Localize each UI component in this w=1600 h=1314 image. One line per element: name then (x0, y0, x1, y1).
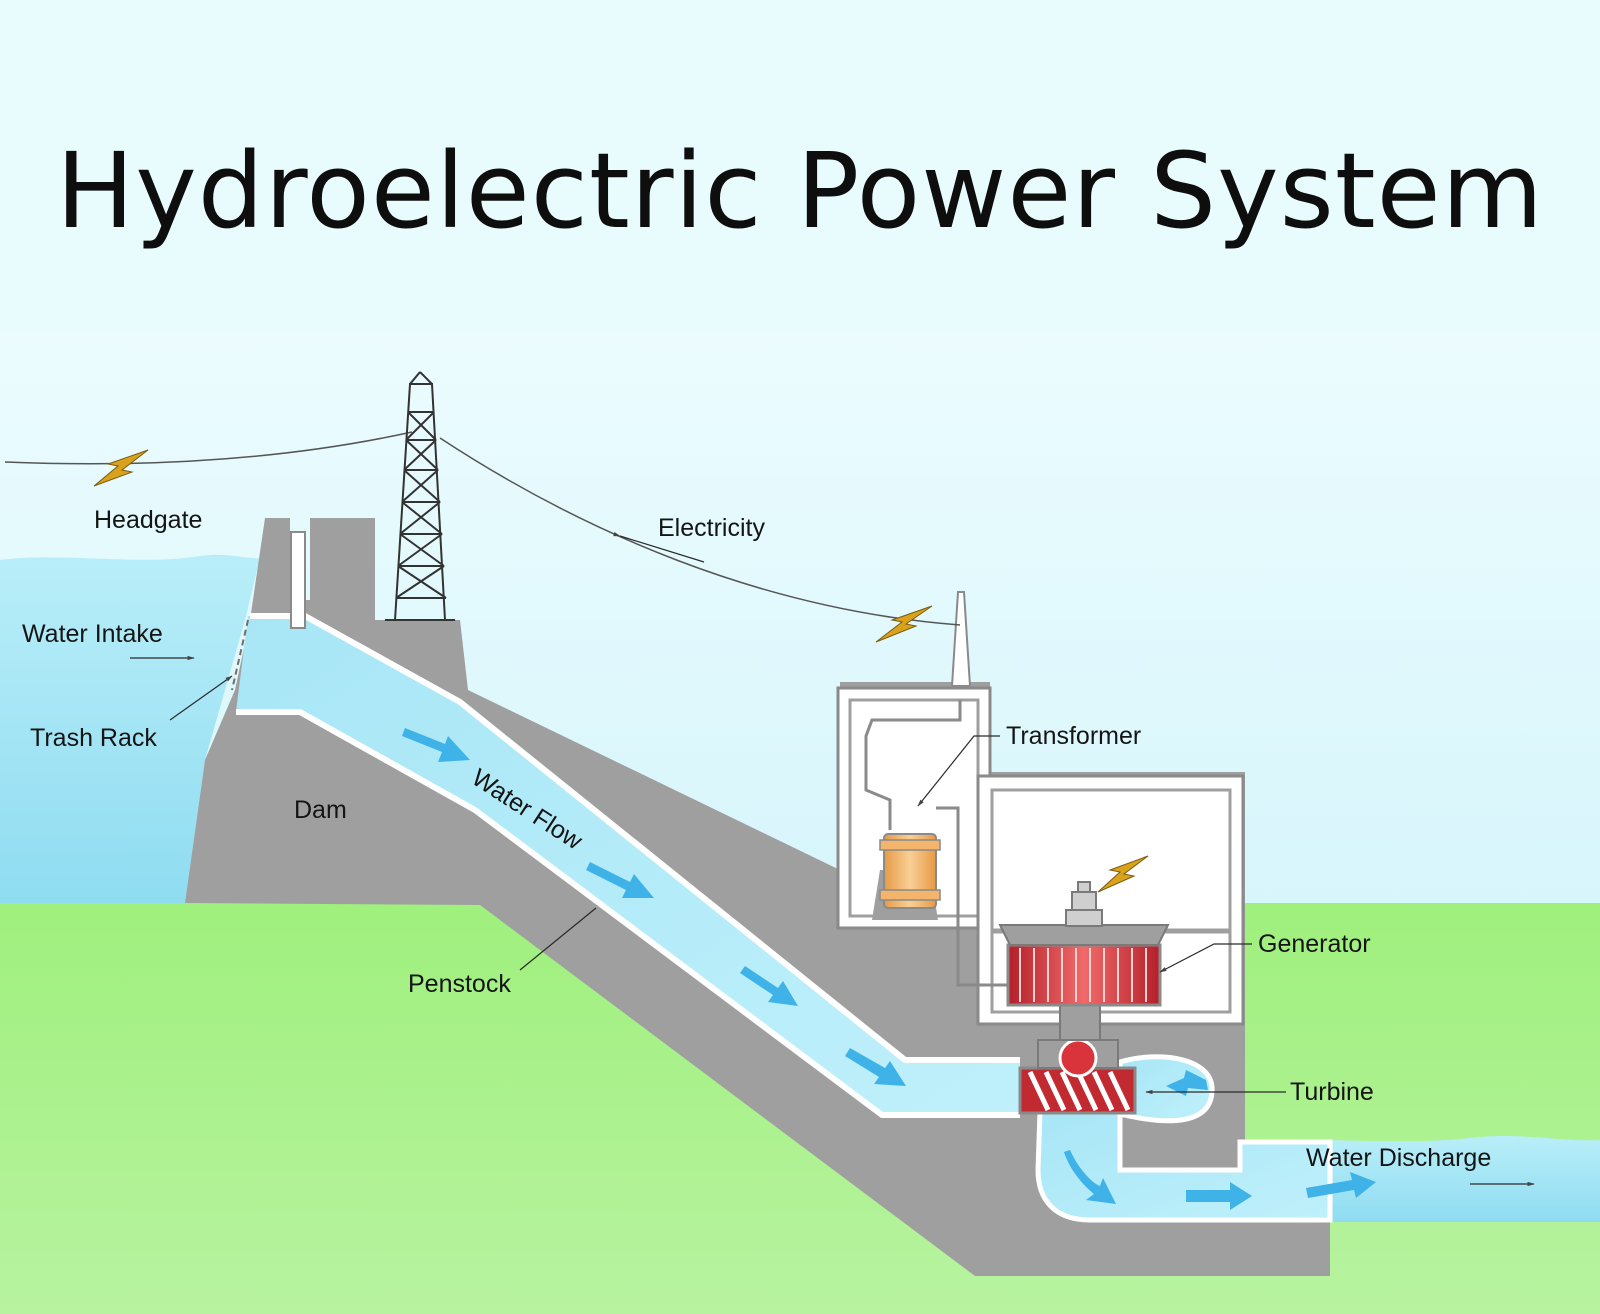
draft-tube (1035, 1109, 1333, 1223)
label-headgate: Headgate (94, 506, 202, 534)
label-penstock: Penstock (408, 970, 511, 998)
transformer (872, 833, 941, 920)
label-generator: Generator (1258, 930, 1371, 958)
diagram-title: Hydroelectric Power System (56, 130, 1544, 252)
label-dam: Dam (294, 796, 347, 824)
lightning-icon (1097, 855, 1149, 893)
transmission-tower-icon (385, 371, 455, 621)
label-trash-rack: Trash Rack (30, 724, 157, 752)
label-water-discharge: Water Discharge (1306, 1144, 1491, 1172)
reservoir-water (0, 554, 260, 903)
label-transformer: Transformer (1006, 722, 1141, 750)
headgate (290, 531, 306, 629)
flow-arrow-icon (402, 728, 1376, 1210)
lightning-icon (875, 605, 933, 643)
power-line-left (4, 431, 413, 465)
power-line-right (439, 437, 961, 626)
generator (998, 881, 1170, 1041)
turbine (1018, 1038, 1137, 1115)
label-turbine: Turbine (1290, 1078, 1374, 1106)
label-water-intake: Water Intake (22, 620, 163, 648)
trash-rack (231, 619, 249, 691)
lightning-icon (93, 449, 149, 487)
label-electricity: Electricity (658, 514, 765, 542)
